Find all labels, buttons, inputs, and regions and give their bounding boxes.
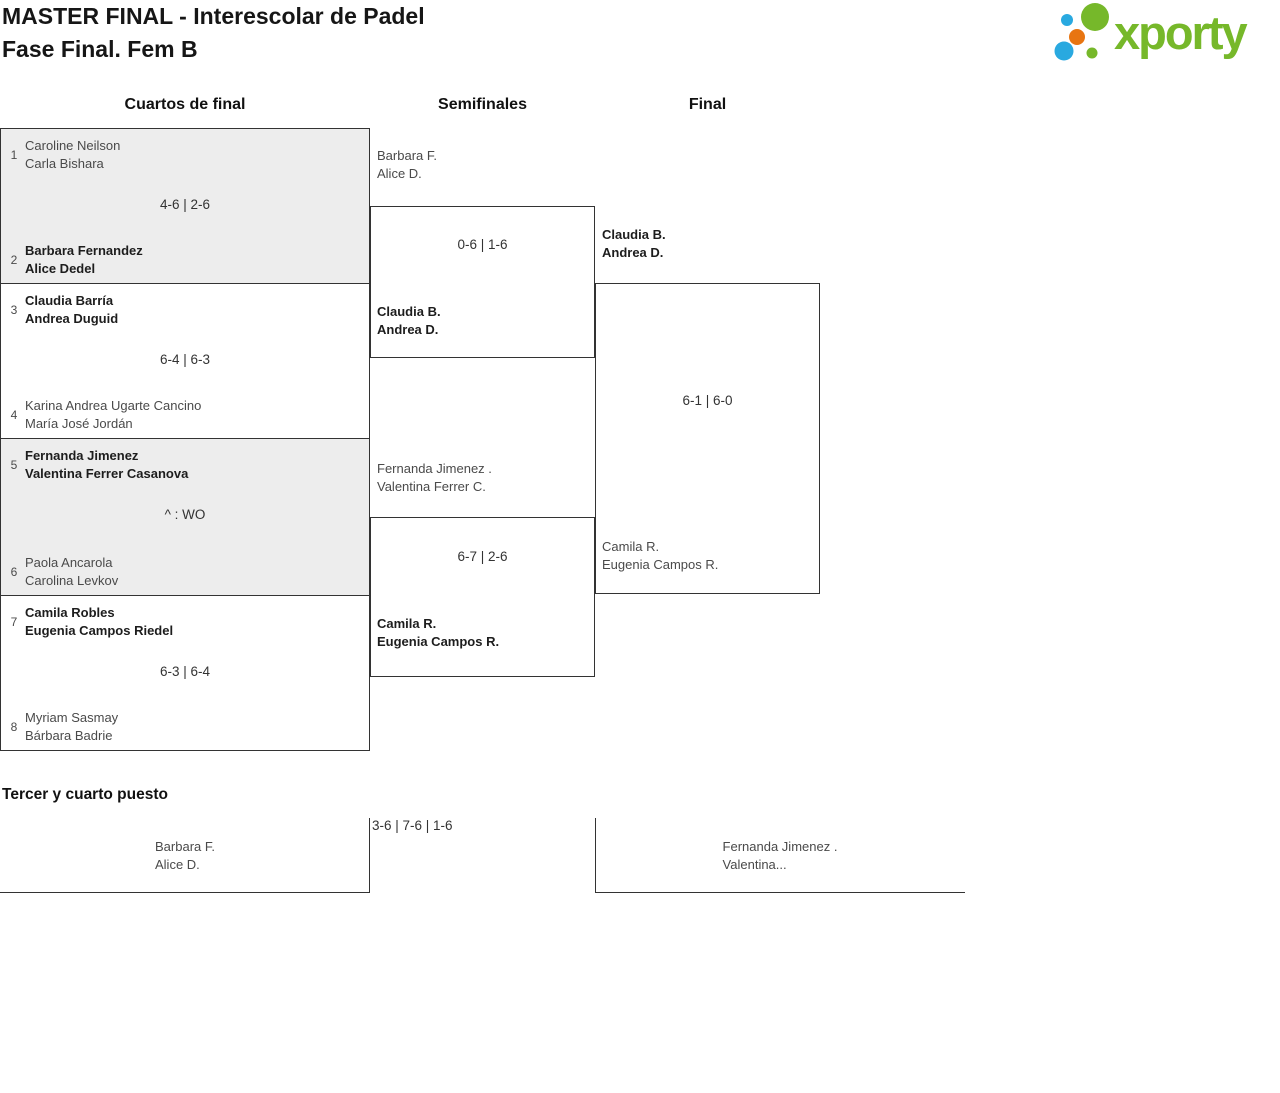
match-final	[595, 283, 820, 594]
team-names: Karina Andrea Ugarte Cancino María José …	[25, 397, 201, 433]
seed-4: 4	[10, 408, 18, 422]
qf1-team-top: 1 Caroline Neilson Carla Bishara	[6, 137, 363, 173]
qf4-team-top: 7 Camila Robles Eugenia Campos Riedel	[6, 604, 363, 640]
sf1-score: 0-6 | 1-6	[457, 237, 508, 252]
player-name: Valentina Ferrer Casanova	[25, 466, 189, 481]
third-place-team-left: Barbara F. Alice D.	[0, 838, 370, 874]
column-header-cuartos: Cuartos de final	[124, 96, 246, 113]
player-name: Bárbara Badrie	[25, 728, 113, 743]
player-name: Claudia B.	[377, 304, 441, 319]
third-place-heading: Tercer y cuarto puesto	[2, 786, 168, 803]
team-names: Claudia Barría Andrea Duguid	[25, 292, 118, 328]
player-name: Valentina...	[722, 857, 787, 872]
final-score: 6-1 | 6-0	[682, 393, 733, 408]
player-name: Barbara F.	[155, 839, 215, 854]
page-title: MASTER FINAL - Interescolar de Padel Fas…	[2, 0, 425, 66]
player-name: Andrea D.	[602, 245, 664, 260]
team-names: Paola Ancarola Carolina Levkov	[25, 554, 118, 590]
qf1-team-bottom: 2 Barbara Fernandez Alice Dedel	[6, 242, 363, 278]
player-name: Paola Ancarola	[25, 555, 113, 570]
match-sf1	[370, 206, 595, 358]
column-header-semifinales: Semifinales	[438, 96, 527, 113]
player-name: Camila R.	[602, 539, 660, 554]
match-qf4: 7 Camila Robles Eugenia Campos Riedel 6-…	[0, 595, 370, 751]
player-name: Andrea D.	[377, 322, 439, 337]
seed-7: 7	[10, 615, 18, 629]
sf1-team-bottom: Claudia B. Andrea D.	[377, 303, 441, 339]
player-name: Myriam Sasmay	[25, 710, 119, 725]
seed-5: 5	[10, 458, 18, 472]
qf4-team-bottom: 8 Myriam Sasmay Bárbara Badrie	[6, 709, 363, 745]
third-place-bracket-line-left	[0, 818, 370, 893]
xporty-dots-icon	[1054, 3, 1109, 61]
qf1-score: 4-6 | 2-6	[159, 197, 211, 212]
third-place-bracket-line-right	[595, 818, 965, 893]
team-names: Camila Robles Eugenia Campos Riedel	[25, 604, 173, 640]
player-name: Karina Andrea Ugarte Cancino	[25, 398, 202, 413]
final-team-top: Claudia B. Andrea D.	[602, 226, 666, 262]
match-qf2: 3 Claudia Barría Andrea Duguid 6-4 | 6-3…	[0, 283, 370, 439]
third-place-team-right: Fernanda Jimenez . Valentina...	[595, 838, 965, 874]
third-place-score: 3-6 | 7-6 | 1-6	[372, 818, 453, 833]
xporty-logo-text: xporty	[1114, 6, 1248, 59]
sf2-team-top: Fernanda Jimenez . Valentina Ferrer C.	[377, 460, 492, 496]
player-name: Claudia Barría	[25, 293, 114, 308]
player-name: Carolina Levkov	[25, 573, 119, 588]
xporty-logo[interactable]: xporty	[1048, 0, 1248, 66]
team-names: Barbara Fernandez Alice Dedel	[25, 242, 143, 278]
player-name: Eugenia Campos R.	[602, 557, 719, 572]
player-name: Valentina Ferrer C.	[377, 479, 486, 494]
team-names: Caroline Neilson Carla Bishara	[25, 137, 120, 173]
sf2-team-bottom: Camila R. Eugenia Campos R.	[377, 615, 499, 651]
sf1-team-top: Barbara F. Alice D.	[377, 147, 437, 183]
team-names: Myriam Sasmay Bárbara Badrie	[25, 709, 118, 745]
qf3-team-bottom: 6 Paola Ancarola Carolina Levkov	[6, 554, 363, 590]
qf2-team-bottom: 4 Karina Andrea Ugarte Cancino María Jos…	[6, 397, 363, 433]
qf3-team-top: 5 Fernanda Jimenez Valentina Ferrer Casa…	[6, 447, 363, 483]
player-name: Barbara Fernandez	[25, 243, 143, 258]
title-line1: MASTER FINAL - Interescolar de Padel	[2, 3, 425, 29]
player-name: Eugenia Campos Riedel	[25, 623, 174, 638]
player-name: Fernanda Jimenez	[25, 448, 139, 463]
player-name: María José Jordán	[25, 416, 133, 431]
team-names: Fernanda Jimenez Valentina Ferrer Casano…	[25, 447, 188, 483]
player-name: Eugenia Campos R.	[377, 634, 500, 649]
player-name: Alice D.	[155, 857, 200, 872]
qf3-score: ^ : WO	[164, 507, 206, 522]
player-name: Fernanda Jimenez .	[722, 839, 838, 854]
player-name: Camila Robles	[25, 605, 115, 620]
title-line2: Fase Final. Fem B	[2, 36, 198, 62]
player-name: Alice D.	[377, 166, 422, 181]
player-name: Fernanda Jimenez .	[377, 461, 492, 476]
player-name: Andrea Duguid	[25, 311, 119, 326]
match-qf3: 5 Fernanda Jimenez Valentina Ferrer Casa…	[0, 438, 370, 596]
qf2-team-top: 3 Claudia Barría Andrea Duguid	[6, 292, 363, 328]
final-team-bottom: Camila R. Eugenia Campos R.	[602, 538, 718, 574]
sf2-score: 6-7 | 2-6	[457, 549, 508, 564]
seed-6: 6	[10, 565, 18, 579]
player-name: Alice Dedel	[25, 261, 96, 276]
player-name: Barbara F.	[377, 148, 437, 163]
column-header-final: Final	[688, 96, 727, 113]
qf2-score: 6-4 | 6-3	[159, 352, 211, 367]
player-name: Claudia B.	[602, 227, 666, 242]
player-name: Carla Bishara	[25, 156, 104, 171]
qf4-score: 6-3 | 6-4	[159, 664, 211, 679]
player-name: Camila R.	[377, 616, 437, 631]
seed-1: 1	[10, 148, 18, 162]
seed-2: 2	[10, 253, 18, 267]
match-qf1: 1 Caroline Neilson Carla Bishara 4-6 | 2…	[0, 128, 370, 284]
player-name: Caroline Neilson	[25, 138, 121, 153]
seed-3: 3	[10, 303, 18, 317]
match-sf2	[370, 517, 595, 677]
seed-8: 8	[10, 720, 18, 734]
